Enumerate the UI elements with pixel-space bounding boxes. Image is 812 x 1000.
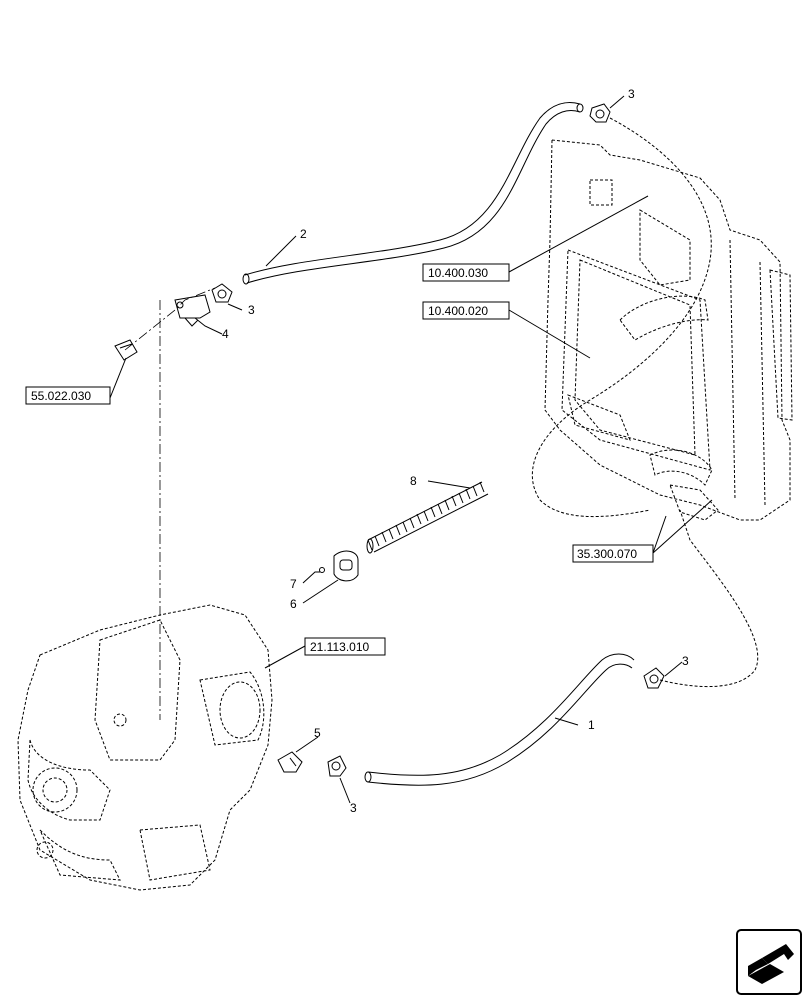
callout-2: 2	[300, 227, 307, 241]
callout-7: 7	[290, 577, 297, 591]
radiator-assembly	[544, 139, 793, 521]
svg-text:35.300.070: 35.300.070	[577, 547, 637, 561]
callout-3-right: 3	[682, 654, 689, 668]
fitting-5	[277, 751, 303, 773]
callout-8: 8	[410, 474, 417, 488]
reference-55-022-030[interactable]: 55.022.030	[25, 357, 127, 405]
callout-3-top: 3	[628, 87, 635, 101]
reference-10-400-030[interactable]: 10.400.030	[422, 195, 649, 282]
sensor	[114, 339, 138, 361]
callout-3-mid: 3	[248, 303, 255, 317]
callout-3-bottom: 3	[350, 801, 357, 815]
clamp-3-mid	[211, 283, 233, 303]
svg-text:10.400.030: 10.400.030	[428, 266, 488, 280]
svg-text:21.113.010: 21.113.010	[310, 640, 369, 654]
clamp-3-right	[643, 667, 665, 689]
centerline-fitting	[124, 287, 216, 351]
hose-2	[242, 102, 584, 285]
callout-6: 6	[290, 597, 297, 611]
reference-10-400-020[interactable]: 10.400.020	[422, 301, 591, 359]
routing-lower	[659, 509, 759, 687]
svg-text:10.400.020: 10.400.020	[428, 304, 488, 318]
conduit-8	[366, 481, 489, 554]
clamp-3-top	[589, 103, 611, 123]
tee-fitting-4	[174, 294, 211, 327]
clamp-3-bottom	[327, 755, 347, 777]
hose-1	[364, 653, 635, 786]
callout-4: 4	[222, 327, 229, 341]
callout-1: 1	[588, 718, 595, 732]
clip-6	[319, 550, 359, 582]
transmission-assembly	[17, 604, 273, 891]
reference-35-300-070[interactable]: 35.300.070	[572, 499, 713, 563]
routing-upper	[531, 117, 712, 517]
next-page-arrow-icon[interactable]	[736, 929, 802, 995]
reference-21-113-010[interactable]: 21.113.010	[264, 637, 386, 669]
callout-5: 5	[314, 726, 321, 740]
svg-text:55.022.030: 55.022.030	[31, 389, 91, 403]
